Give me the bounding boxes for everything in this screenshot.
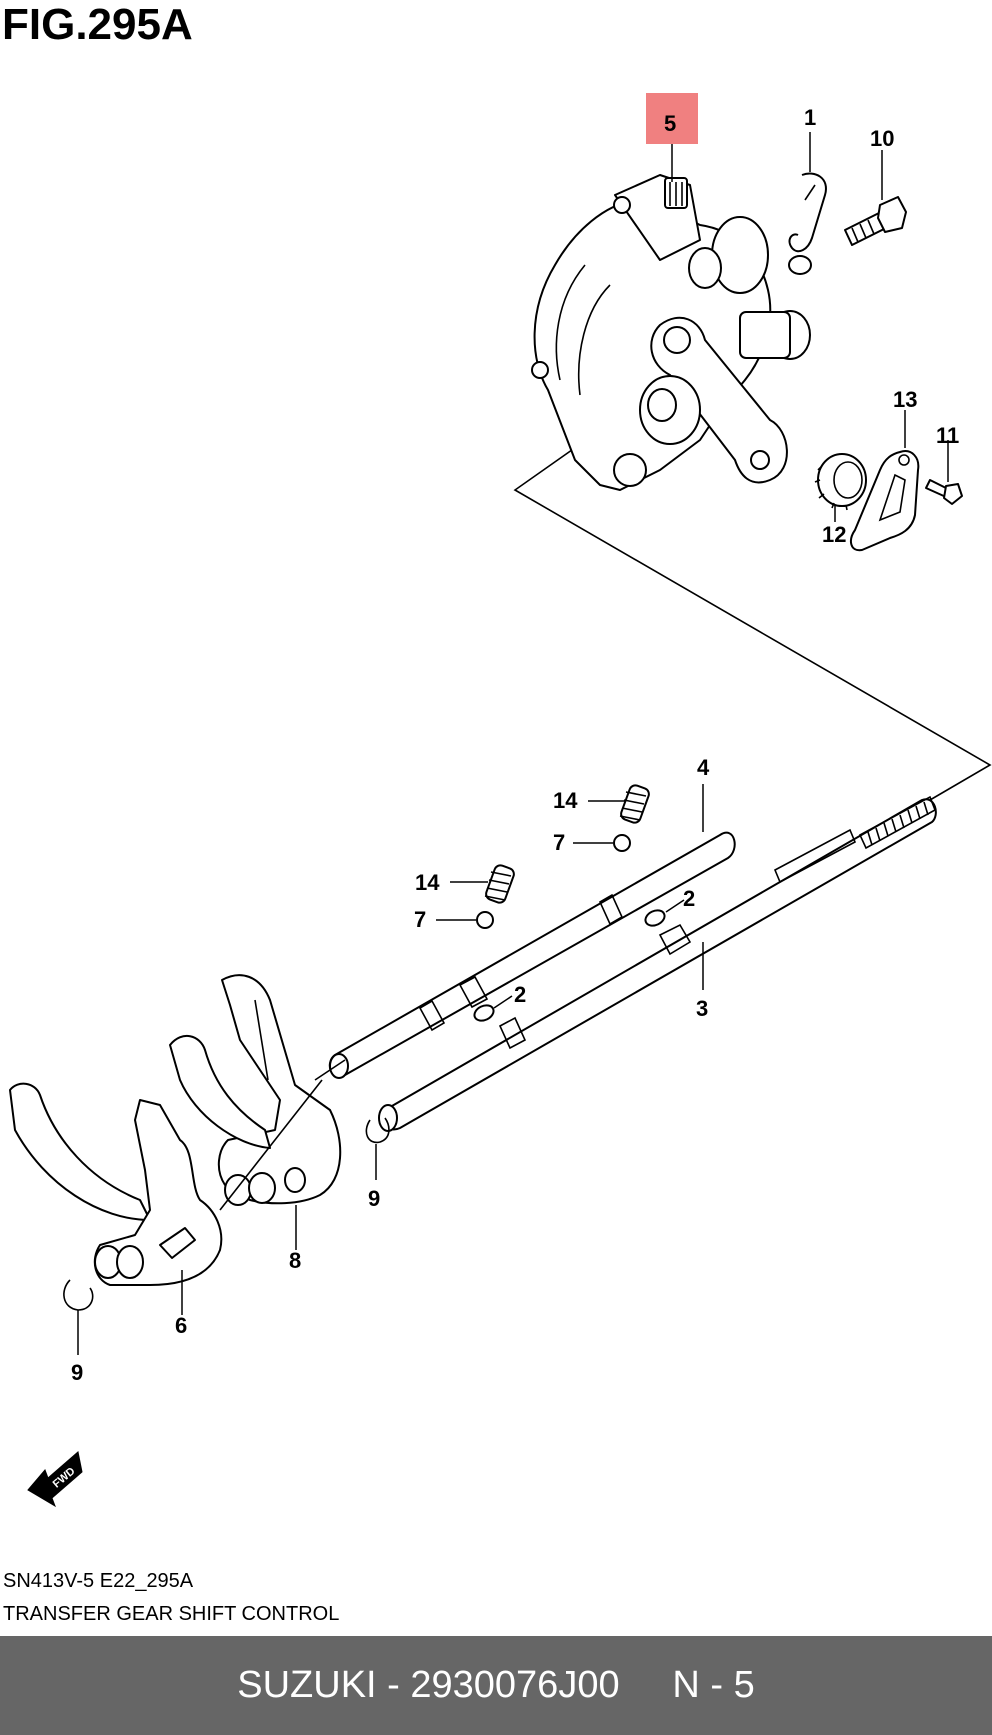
part-7-ball-lower [476, 911, 494, 929]
diagram-description: TRANSFER GEAR SHIFT CONTROL [3, 1603, 340, 1625]
callout-14-lower[interactable]: 14 [415, 870, 440, 895]
callout-10[interactable]: 10 [870, 126, 894, 151]
callout-5[interactable]: 5 [664, 111, 676, 136]
callout-2-lower[interactable]: 2 [514, 982, 526, 1007]
part-4-shaft [328, 831, 736, 1079]
part-8-fork [169, 974, 342, 1206]
callout-13[interactable]: 13 [893, 387, 917, 412]
footer-bar: SUZUKI - 2930076J00 N - 5 [0, 1636, 992, 1735]
part-6-fork [9, 1082, 223, 1286]
callout-14-upper[interactable]: 14 [553, 788, 578, 813]
callout-11[interactable]: 11 [936, 423, 959, 448]
part-10-bolt [844, 196, 907, 246]
callout-6[interactable]: 6 [175, 1313, 187, 1338]
callout-4[interactable]: 4 [697, 755, 710, 780]
callout-1[interactable]: 1 [804, 105, 816, 130]
fwd-arrow: FWD [27, 1451, 83, 1508]
part-1-clip [788, 172, 827, 275]
part-14-spring-lower [484, 864, 515, 904]
part-3-shaft [378, 795, 937, 1132]
part-11-bolt [925, 479, 963, 505]
callout-9-lower[interactable]: 9 [71, 1360, 83, 1385]
shift-case-assembly [513, 174, 992, 801]
callout-8[interactable]: 8 [289, 1248, 301, 1273]
callout-7-upper[interactable]: 7 [553, 830, 565, 855]
part-12-gear [814, 453, 867, 511]
part-14-spring-upper [619, 784, 650, 824]
figure-title: FIG.295A [2, 0, 193, 49]
part-2-pin-upper [644, 909, 666, 927]
diagram-code: SN413V-5 E22_295A [3, 1570, 194, 1592]
part-9-circlip-upper [365, 1117, 390, 1144]
part-2-pin-lower [473, 1004, 495, 1022]
part-7-ball-upper [613, 834, 631, 852]
part-13-gasket [849, 450, 920, 552]
callout-3[interactable]: 3 [696, 996, 708, 1021]
part-9-circlip-lower [63, 1279, 94, 1311]
callout-9-upper[interactable]: 9 [368, 1186, 380, 1211]
callout-12[interactable]: 12 [822, 522, 846, 547]
callout-7-lower[interactable]: 7 [414, 907, 426, 932]
part-5-highlight [646, 93, 698, 144]
footer-part-number: SUZUKI - 2930076J00 N - 5 [237, 1664, 755, 1706]
callout-2-upper[interactable]: 2 [683, 886, 695, 911]
